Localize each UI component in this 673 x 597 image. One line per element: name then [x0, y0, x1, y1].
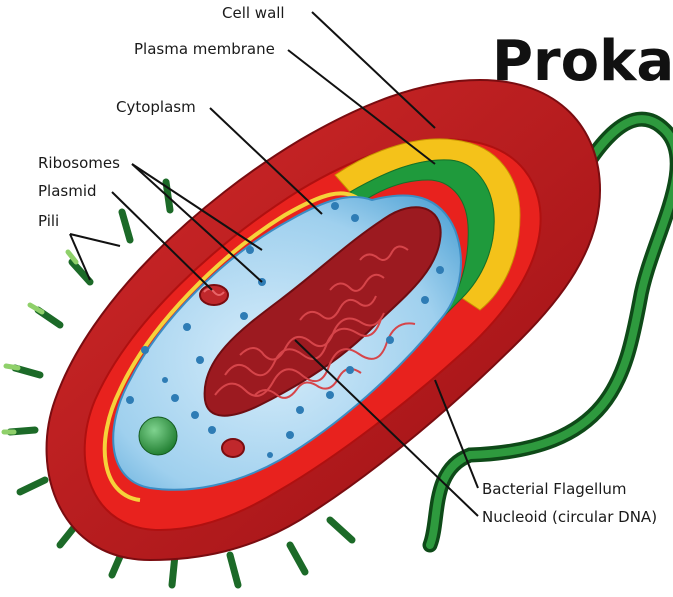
- label-ribosomes: Ribosomes: [38, 154, 120, 172]
- granule: [139, 417, 177, 455]
- leader-pili-1: [70, 234, 120, 246]
- label-cell-wall: Cell wall: [222, 4, 285, 22]
- label-plasmid: Plasmid: [38, 182, 97, 200]
- label-cytoplasm: Cytoplasm: [116, 98, 196, 116]
- label-nucleoid: Nucleoid (circular DNA): [482, 508, 657, 526]
- label-bacterial-flagellum: Bacterial Flagellum: [482, 480, 627, 498]
- label-plasma-membrane: Plasma membrane: [134, 40, 275, 58]
- label-pili: Pili: [38, 212, 59, 230]
